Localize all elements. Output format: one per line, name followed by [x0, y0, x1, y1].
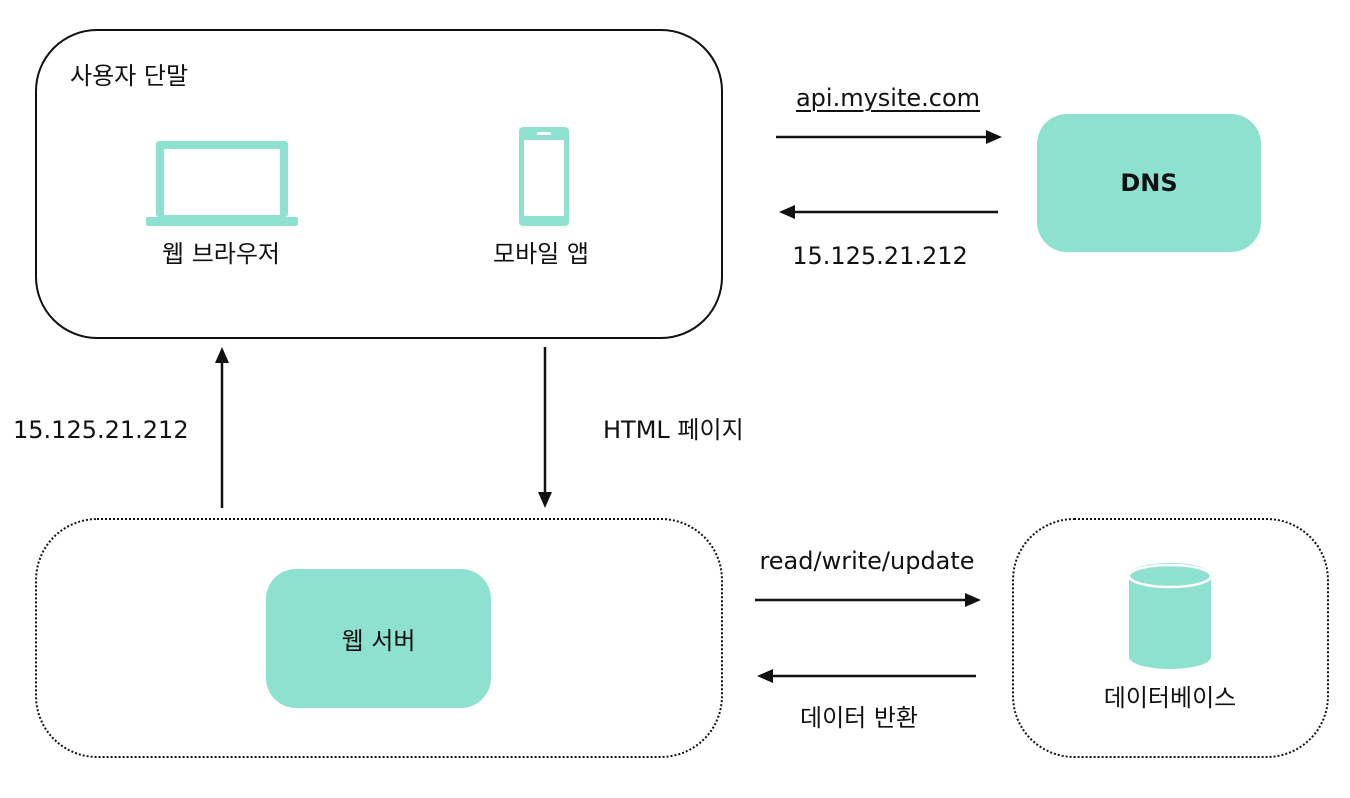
web-ip-label: 15.125.21.212	[13, 416, 189, 444]
client-devices-title: 사용자 단말	[70, 62, 189, 90]
db-response-arrow	[757, 669, 976, 683]
database-label: 데이터베이스	[1103, 684, 1237, 712]
html-page-arrow	[538, 347, 552, 508]
dns-server-box: DNS	[1037, 114, 1261, 252]
laptop-icon	[146, 141, 298, 226]
dns-request-arrow	[776, 130, 1002, 144]
dns-response-label: 15.125.21.212	[792, 242, 968, 270]
db-tier-group	[1012, 518, 1329, 758]
browser-label: 웹 브라우저	[161, 240, 281, 268]
html-page-label: HTML 페이지	[603, 416, 744, 444]
mobile-label: 모바일 앱	[493, 240, 589, 268]
smartphone-icon	[519, 127, 569, 226]
web-tier-group	[35, 518, 723, 758]
dns-request-label: api.mysite.com	[795, 84, 981, 112]
db-request-arrow	[755, 593, 981, 607]
web-server-box: 웹 서버	[266, 569, 491, 708]
web-server-label: 웹 서버	[341, 627, 416, 655]
db-response-label: 데이터 반환	[799, 704, 919, 732]
ip-to-client-arrow	[215, 347, 229, 508]
dns-response-arrow	[779, 205, 998, 219]
db-request-label: read/write/update	[759, 547, 975, 575]
database-icon	[1127, 563, 1213, 669]
client-devices-group	[35, 29, 723, 339]
dns-server-label: DNS	[1120, 169, 1178, 197]
